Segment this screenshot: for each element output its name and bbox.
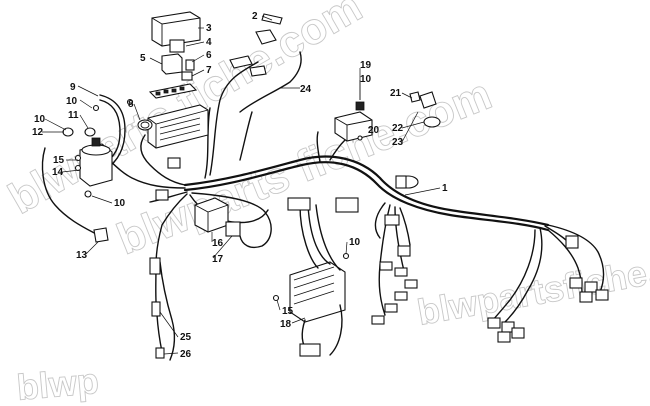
connector-19 [355,101,365,111]
callout-10-d: 10 [360,74,372,85]
callout-4: 4 [206,37,212,48]
callout-9: 9 [70,82,76,93]
relay-4 [169,39,185,53]
connector-24-top [229,29,277,77]
clip-2 [261,13,283,25]
cover-22 [423,116,441,128]
callout-16: 16 [212,238,224,249]
callout-17: 17 [212,254,224,265]
leader-lines [42,15,441,355]
terminal-26 [155,347,165,359]
callout-12: 12 [32,127,44,138]
headlight-connectors-right [565,235,609,303]
callout-10-b: 10 [34,114,46,125]
terminal-13 [93,227,109,243]
callout-15-a: 15 [53,155,65,166]
callout-10-c: 10 [114,198,126,209]
coil-connector [395,175,419,189]
callout-8: 8 [128,99,134,110]
fuse-7 [181,71,193,81]
callout-25: 25 [180,332,192,343]
callout-18: 18 [280,319,292,330]
callout-11: 11 [68,110,79,121]
callout-6: 6 [206,50,212,61]
taillight-connectors [487,317,525,343]
callout-1: 1 [442,183,448,194]
callout-10-a: 10 [66,96,78,107]
callout-23: 23 [392,137,404,148]
callout-19: 19 [360,60,372,71]
grommet-8 [137,119,153,131]
connector-17 [225,221,241,237]
callout-26: 26 [180,349,192,360]
fuse-box-cover [151,11,201,47]
callout-22: 22 [392,123,404,134]
callout-13: 13 [76,250,88,261]
cap-11 [84,127,96,137]
fuse-block [147,104,209,149]
callout-14: 14 [52,167,64,178]
callout-7: 7 [206,65,212,76]
watermark-text-4: blwp [15,360,100,406]
relay-20 [334,111,373,142]
callout-24: 24 [300,84,312,95]
callout-labels: 1 2 3 4 5 6 7 8 9 10 10 10 10 10 11 12 1… [32,11,448,360]
connector-small-left [155,157,181,201]
fuse-25 [149,257,161,317]
connector-mid [335,197,411,257]
regulator [287,197,346,357]
callout-15-b: 15 [282,306,294,317]
callout-21: 21 [390,88,402,99]
relay-5 [161,53,183,75]
callout-3: 3 [206,23,212,34]
connector-21 [409,91,437,109]
callout-20: 20 [368,125,380,136]
fuse-strip [148,83,198,99]
callout-10-e: 10 [349,237,361,248]
callout-2: 2 [252,11,258,22]
fuse-6 [185,59,195,71]
callout-5: 5 [140,53,146,64]
starter-solenoid [79,137,113,187]
ignition-module-16 [194,197,229,233]
connector-cluster [371,261,418,325]
